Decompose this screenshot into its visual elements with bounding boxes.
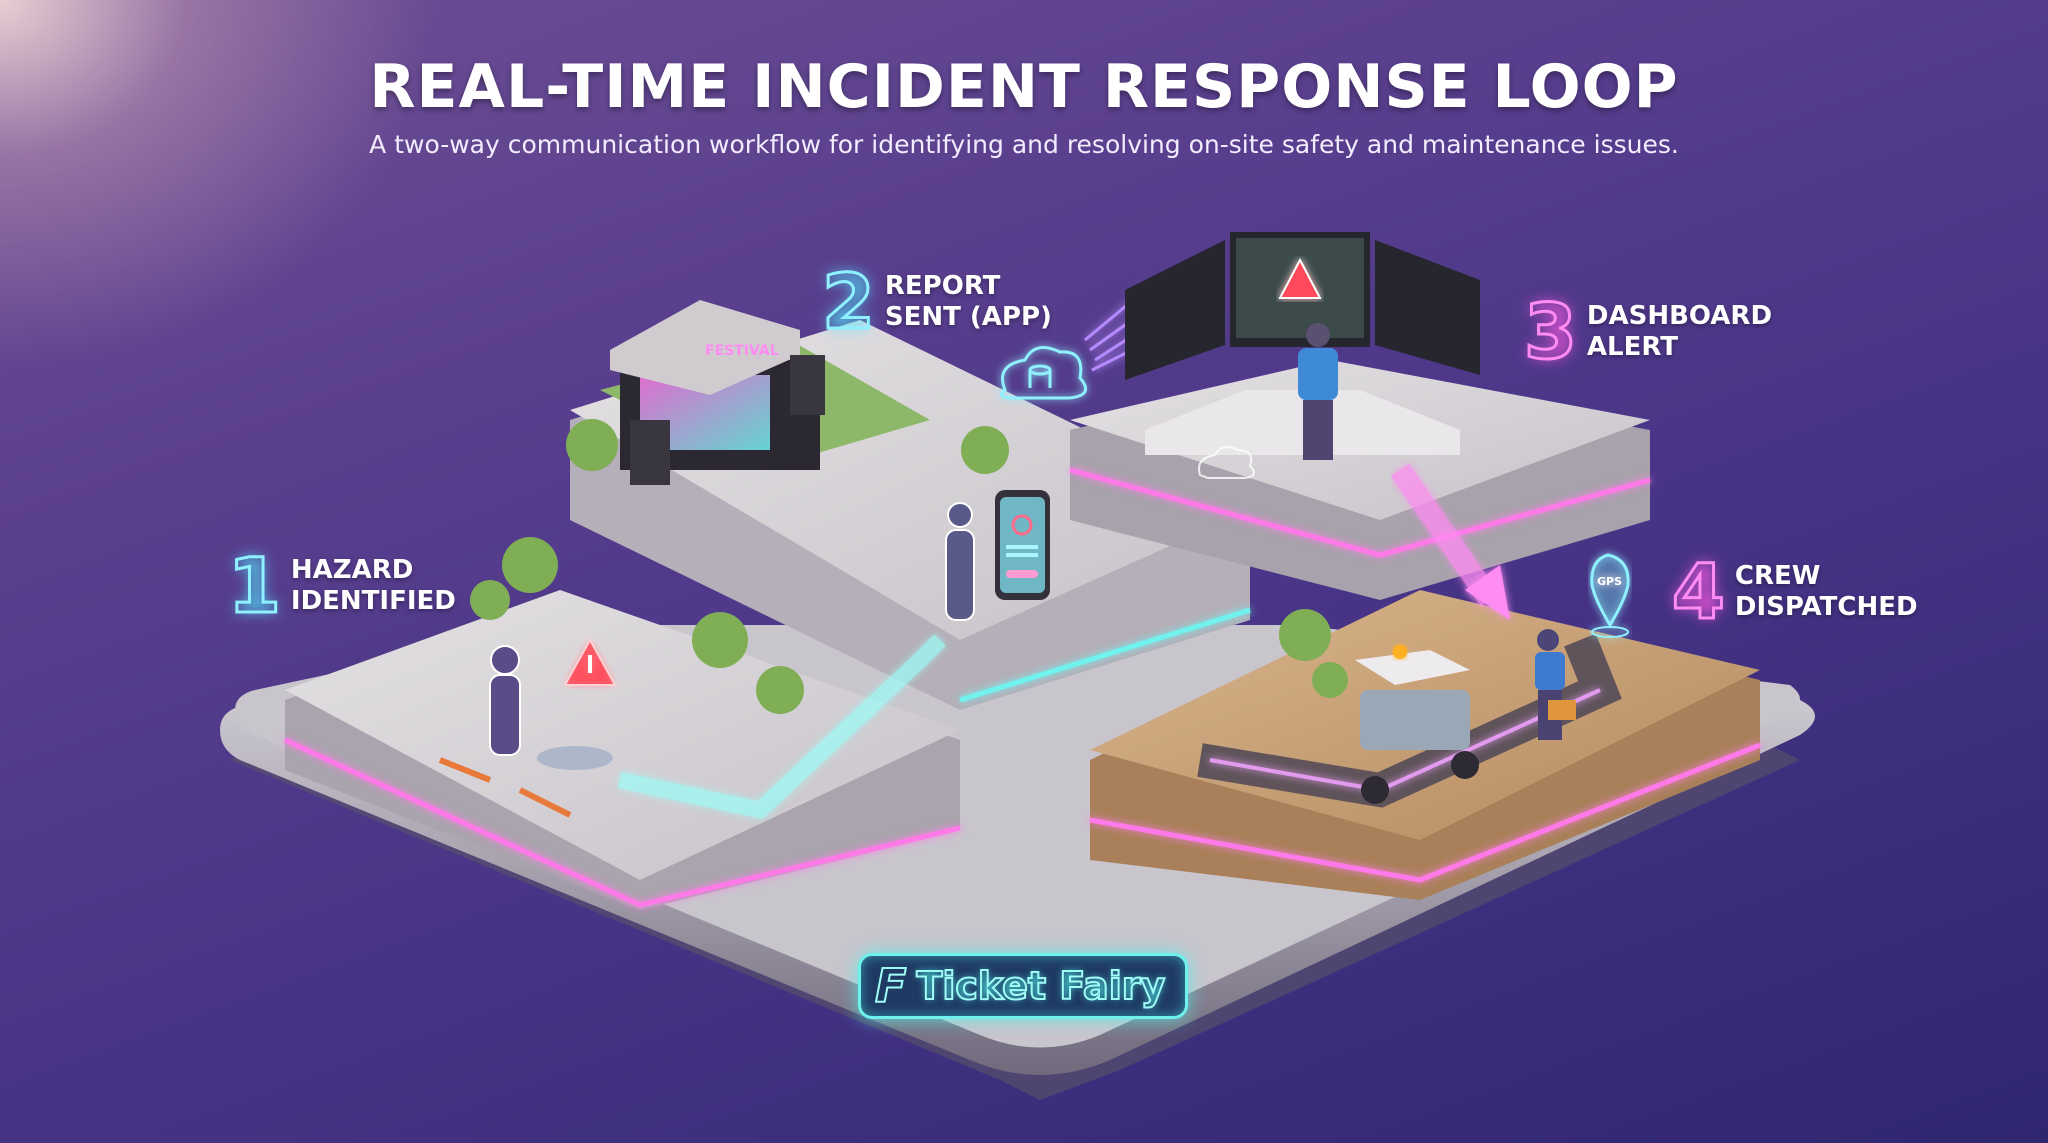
trees (470, 419, 1348, 714)
step-1-hazard-identified: 1 HAZARD IDENTIFIED (227, 541, 456, 630)
barricades (438, 757, 572, 818)
ticket-fairy-neon-sign: F Ticket Fairy (858, 953, 1188, 1019)
brand-name: Ticket Fairy (915, 963, 1166, 1009)
warning-triangle-icon (563, 637, 617, 686)
step-2-report-sent: 2 REPORT SENT (APP) (821, 257, 1052, 346)
cloud-sync-icon (1198, 445, 1255, 479)
svg-text:FESTIVAL: FESTIVAL (705, 343, 779, 359)
crew-member-figure (1535, 629, 1576, 740)
ticket-fairy-logo-icon: F (874, 958, 907, 1014)
step-2-label-line1: REPORT (884, 271, 1001, 301)
step-2-label-line2: SENT (APP) (884, 302, 1052, 332)
phone-user-figure (945, 502, 975, 621)
step-4-label-line2: DISPATCHED (1734, 592, 1918, 622)
festival-stage: FESTIVAL (610, 300, 825, 485)
monitor-alert-icon (1125, 232, 1480, 455)
reporter-figure (489, 645, 521, 756)
page-title: REAL-TIME INCIDENT RESPONSE LOOP (369, 52, 1679, 122)
gps-pin-icon: GPS (1590, 553, 1630, 638)
utility-cart (1355, 645, 1479, 804)
step-3-label-line2: ALERT (1586, 332, 1678, 362)
mobile-app-phone (995, 490, 1050, 600)
step-1-label-line1: HAZARD (290, 555, 414, 585)
step-1-label-line2: IDENTIFIED (290, 586, 456, 616)
step-3-label-line1: DASHBOARD (1586, 301, 1773, 331)
step-3-dashboard-alert: 3 DASHBOARD ALERT (1523, 287, 1773, 376)
step-4-crew-dispatched: 4 CREW DISPATCHED (1671, 547, 1918, 636)
step-2-number: 2 (821, 257, 877, 346)
page-subtitle: A two-way communication workflow for ide… (369, 130, 1679, 159)
operator-figure (1298, 323, 1338, 460)
svg-text:GPS: GPS (1597, 575, 1622, 588)
step-4-label-line1: CREW (1734, 561, 1821, 591)
step-3-number: 3 (1523, 287, 1579, 376)
step-1-number: 1 (227, 541, 283, 630)
step-4-number: 4 (1671, 547, 1727, 636)
spill-puddle (537, 746, 613, 770)
